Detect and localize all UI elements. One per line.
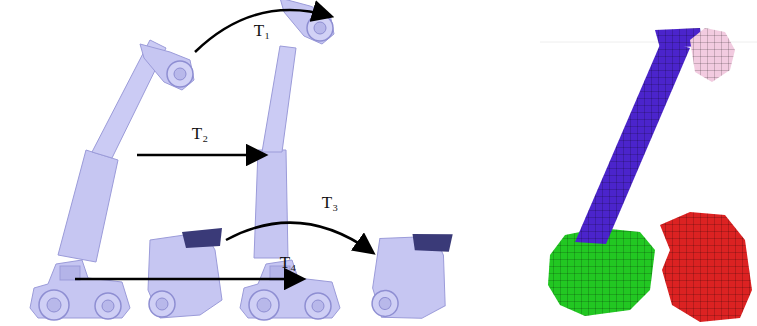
transform-label: T₂ (190, 124, 210, 143)
transform-label: T₃ (320, 193, 340, 212)
mesh-pose-after (240, 0, 453, 324)
voxel-segmentation (548, 28, 752, 322)
motion-arrows (75, 10, 372, 279)
transform-label: T₁ (252, 21, 272, 40)
transform-label: T₄ (278, 253, 298, 272)
